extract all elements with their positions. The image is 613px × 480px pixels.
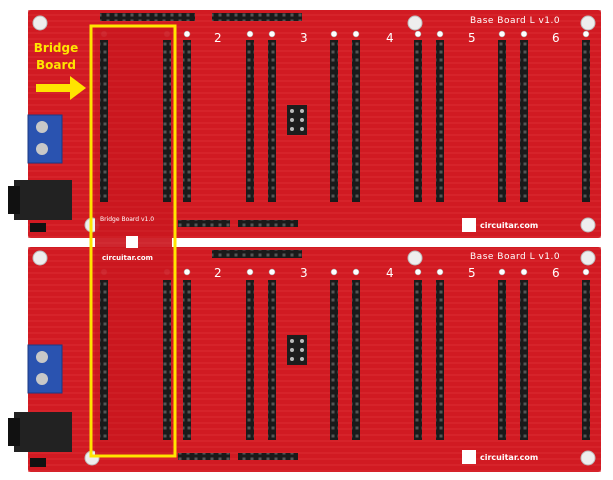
slot-number: 4 xyxy=(386,31,394,45)
slot-number: 2 xyxy=(214,31,222,45)
bridge-board-title: Bridge Board v1.0 xyxy=(100,216,155,223)
bridge-board xyxy=(95,28,172,456)
slot-number: 4 xyxy=(386,266,394,280)
arrow-icon xyxy=(36,76,86,100)
annotation-label: Bridge Board xyxy=(26,40,86,74)
slot-number: 6 xyxy=(552,31,560,45)
board-title-bottom: Base Board L v1.0 xyxy=(470,252,561,262)
brand-text-bottom: circuitar.com xyxy=(480,453,539,462)
slot-number: 6 xyxy=(552,266,560,280)
slot-number: 5 xyxy=(468,266,476,280)
slot-number: 3 xyxy=(300,266,308,280)
annotation-label-line1: Bridge xyxy=(33,41,79,55)
highlight-box xyxy=(89,24,177,458)
board-title-top: Base Board L v1.0 xyxy=(470,16,561,26)
brand-text-top: circuitar.com xyxy=(480,221,539,230)
slot-number: 3 xyxy=(300,31,308,45)
annotation-label-line2: Board xyxy=(36,58,76,72)
slot-number: 5 xyxy=(468,31,476,45)
bridge-brand-text: circuitar.com xyxy=(102,254,153,262)
slot-number: 2 xyxy=(214,266,222,280)
